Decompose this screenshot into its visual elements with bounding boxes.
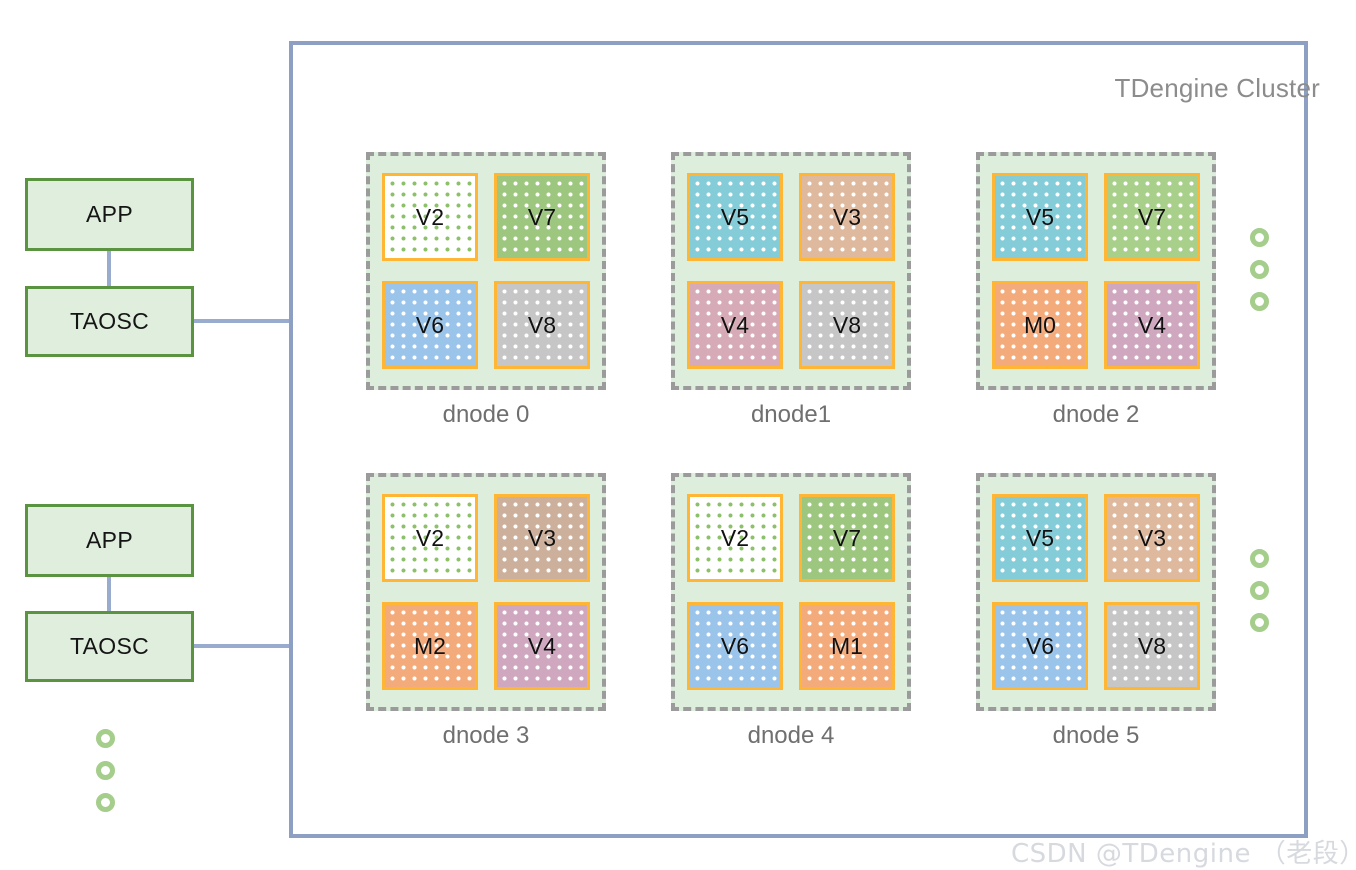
vnode-tile[interactable]: V4 bbox=[494, 602, 590, 690]
vnode-tile[interactable]: V7 bbox=[1104, 173, 1200, 261]
connector-app2-to-taosc2 bbox=[107, 577, 111, 611]
vnode-label: V7 bbox=[1137, 203, 1167, 230]
dnode-label-2: dnode 2 bbox=[1052, 401, 1140, 428]
vnode-label: V8 bbox=[527, 311, 557, 338]
dnode-box-4: V2 V7 V6 M1 bbox=[671, 473, 911, 711]
ellipsis-dot-icon bbox=[96, 793, 115, 812]
vnode-label: M2 bbox=[414, 632, 446, 659]
vnode-tile[interactable]: V8 bbox=[1104, 602, 1200, 690]
vnode-label: V7 bbox=[832, 524, 862, 551]
ellipsis-dot-icon bbox=[1250, 228, 1269, 247]
vnode-tile[interactable]: V6 bbox=[382, 281, 478, 369]
vnode-tile[interactable]: M1 bbox=[799, 602, 895, 690]
app-box-1[interactable]: APP bbox=[25, 178, 194, 251]
ellipsis-dot-icon bbox=[1250, 292, 1269, 311]
dnode-label-3: dnode 3 bbox=[442, 722, 530, 749]
vnode-tile[interactable]: V3 bbox=[494, 494, 590, 582]
vnode-tile[interactable]: V5 bbox=[992, 173, 1088, 261]
vnode-tile[interactable]: V7 bbox=[799, 494, 895, 582]
vnode-tile[interactable]: V8 bbox=[494, 281, 590, 369]
dnode-label-4: dnode 4 bbox=[747, 722, 835, 749]
vnode-tile[interactable]: V3 bbox=[1104, 494, 1200, 582]
dnode-box-3: V2 V3 M2 V4 bbox=[366, 473, 606, 711]
cluster-title: TDengine Cluster bbox=[1114, 73, 1320, 103]
vnode-tile[interactable]: V2 bbox=[687, 494, 783, 582]
dnode-group-4[interactable]: V2 V7 V6 M1 dnode 4 bbox=[671, 473, 911, 750]
vnode-tile[interactable]: V6 bbox=[992, 602, 1088, 690]
dnode-label-0: dnode 0 bbox=[442, 401, 530, 428]
vnode-label: V2 bbox=[720, 524, 750, 551]
vnode-label: V2 bbox=[415, 524, 445, 551]
vnode-tile[interactable]: V6 bbox=[687, 602, 783, 690]
vnode-tile[interactable]: V4 bbox=[1104, 281, 1200, 369]
vnode-label: V5 bbox=[720, 203, 750, 230]
vnode-label: V6 bbox=[720, 632, 750, 659]
watermark: CSDN @TDengine （老段） bbox=[1011, 839, 1356, 869]
connector-taosc1-to-cluster bbox=[194, 319, 291, 323]
dnode-box-1: V5 V3 V4 V8 bbox=[671, 152, 911, 390]
vnode-label: V8 bbox=[832, 311, 862, 338]
ellipsis-dot-icon bbox=[1250, 613, 1269, 632]
vnode-label: V3 bbox=[527, 524, 557, 551]
vnode-tile[interactable]: V2 bbox=[382, 173, 478, 261]
ellipsis-dots-row-2 bbox=[1250, 549, 1269, 632]
dnode-box-0: V2 V7 V6 V8 bbox=[366, 152, 606, 390]
dnode-group-3[interactable]: V2 V3 M2 V4 dnode 3 bbox=[366, 473, 606, 750]
ellipsis-dot-icon bbox=[96, 729, 115, 748]
app-label-1: APP bbox=[86, 201, 133, 227]
dnode-label-1: dnode1 bbox=[750, 401, 832, 428]
ellipsis-dots-row-1 bbox=[1250, 228, 1269, 311]
taosc-box-1[interactable]: TAOSC bbox=[25, 286, 194, 357]
vnode-tile[interactable]: M2 bbox=[382, 602, 478, 690]
vnode-tile[interactable]: V5 bbox=[687, 173, 783, 261]
dnode-group-2[interactable]: V5 V7 M0 V4 dnode 2 bbox=[976, 152, 1216, 429]
vnode-tile[interactable]: V8 bbox=[799, 281, 895, 369]
vnode-label: V2 bbox=[415, 203, 445, 230]
vnode-label: V5 bbox=[1025, 203, 1055, 230]
ellipsis-dot-icon bbox=[1250, 581, 1269, 600]
vnode-label: V3 bbox=[1137, 524, 1167, 551]
ellipsis-dot-icon bbox=[1250, 549, 1269, 568]
connector-app1-to-taosc1 bbox=[107, 251, 111, 286]
taosc-label-2: TAOSC bbox=[69, 633, 150, 659]
dnode-box-5: V5 V3 V6 V8 bbox=[976, 473, 1216, 711]
vnode-tile[interactable]: M0 bbox=[992, 281, 1088, 369]
app-box-2[interactable]: APP bbox=[25, 504, 194, 577]
ellipsis-dot-icon bbox=[96, 761, 115, 780]
dnode-box-2: V5 V7 M0 V4 bbox=[976, 152, 1216, 390]
vnode-label: V7 bbox=[527, 203, 557, 230]
vnode-label: V4 bbox=[1137, 311, 1167, 338]
dnode-group-0[interactable]: V2 V7 V6 V8 dnode 0 bbox=[366, 152, 606, 429]
taosc-label-1: TAOSC bbox=[69, 308, 150, 334]
vnode-tile[interactable]: V5 bbox=[992, 494, 1088, 582]
vnode-label: M1 bbox=[831, 632, 863, 659]
vnode-tile[interactable]: V4 bbox=[687, 281, 783, 369]
dnode-group-1[interactable]: V5 V3 V4 V8 dnode1 bbox=[671, 152, 911, 429]
ellipsis-dot-icon bbox=[1250, 260, 1269, 279]
vnode-label: V6 bbox=[1025, 632, 1055, 659]
taosc-box-2[interactable]: TAOSC bbox=[25, 611, 194, 682]
vnode-tile[interactable]: V7 bbox=[494, 173, 590, 261]
dnode-group-5[interactable]: V5 V3 V6 V8 dnode 5 bbox=[976, 473, 1216, 750]
vnode-label: V3 bbox=[832, 203, 862, 230]
vnode-tile[interactable]: V2 bbox=[382, 494, 478, 582]
vnode-tile[interactable]: V3 bbox=[799, 173, 895, 261]
vnode-label: V8 bbox=[1137, 632, 1167, 659]
vnode-label: V6 bbox=[415, 311, 445, 338]
vnode-label: V4 bbox=[720, 311, 750, 338]
vnode-label: V5 bbox=[1025, 524, 1055, 551]
connector-taosc2-to-cluster bbox=[194, 644, 291, 648]
dnode-label-5: dnode 5 bbox=[1052, 722, 1140, 749]
app-label-2: APP bbox=[86, 527, 133, 553]
vnode-label: M0 bbox=[1024, 311, 1056, 338]
ellipsis-dots-clients bbox=[96, 729, 115, 812]
vnode-label: V4 bbox=[527, 632, 557, 659]
